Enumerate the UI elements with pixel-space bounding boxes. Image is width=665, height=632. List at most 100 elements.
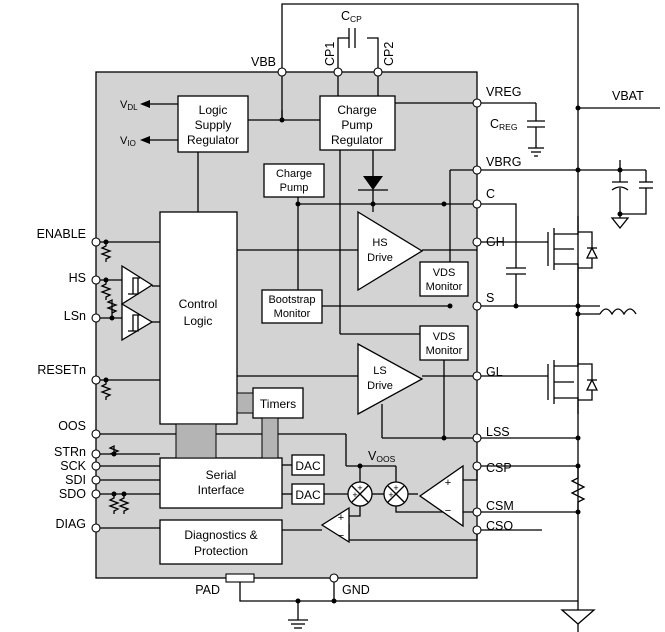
pin-diag-label: DIAG [55,517,86,531]
vdl-arrow [140,100,150,108]
pin-s-label: S [486,291,494,305]
charge-pump-reg-text-1: Charge [337,103,377,117]
vds-hs-text-1: VDS [433,267,456,279]
diag-comparator [320,506,350,544]
pin-hs-label: HS [69,271,86,285]
dac2-text: DAC [295,488,321,502]
ls-drive-amp [357,342,424,416]
logic-supply-text-3: Regulator [187,133,239,147]
vds-hs-text-2: Monitor [426,281,463,293]
vbat-wiring [450,107,660,230]
pin-lss-label: LSS [486,425,510,439]
dac2-block [291,483,325,505]
creg-label: CREG [490,117,517,132]
vdl-label: VDL [120,99,138,112]
pin-sck-label: SCK [60,459,86,473]
cs-amp-minus: − [445,505,451,517]
hs-mosfet [477,216,599,290]
logic-supply-regulator [177,95,249,153]
vds-monitor-hs-block [419,261,469,297]
pin-vreg-label: VREG [486,85,521,99]
pin-lsn-label: LSn [64,309,86,323]
diag-comp-plus: + [338,512,344,524]
charge-pump-text-1: Charge [276,168,312,180]
sum2-plus-top: + [393,483,398,493]
timers-text: Timers [260,397,296,411]
hs-drive-amp [357,210,424,292]
ls-drive-text-1: LS [373,365,386,377]
charge-pump-reg-text-3: Regulator [331,133,383,147]
bootstrap-text-2: Monitor [274,308,311,320]
charge-pump-regulator [319,95,396,151]
pin-sdo-label: SDO [59,487,86,501]
dac1-text: DAC [295,459,321,473]
dac1-block [291,454,325,476]
vbat-label: VBAT [612,89,644,103]
pin-vbb-label: VBB [251,55,276,69]
summing-junctions [347,481,409,507]
pin-strn-label: STRn [54,445,86,459]
charge-pump-diode [363,176,383,190]
pin-csm-label: CSM [486,499,514,513]
pin-cp1-label: CP1 [323,42,337,66]
pin-cso-label: CSO [486,519,513,533]
logic-supply-text-2: Supply [195,118,232,132]
sum2-plus-left: + [388,490,393,500]
ic-body [95,71,478,579]
pin-gl-label: GL [486,365,503,379]
vreg-wiring [395,102,545,157]
ls-drive-text-2: Drive [367,380,393,392]
cs-amp-plus: + [445,477,451,489]
control-logic-text-2: Logic [184,314,213,328]
pin-resetn-label: RESETn [37,363,86,377]
pin-cp2-label: CP2 [382,42,396,66]
serial-text-1: Serial [206,468,237,482]
sum1-plus-left: + [352,490,357,500]
ground-wiring [239,578,578,629]
diagnostics-text-2: Protection [194,544,248,558]
vds-ls-text-1: VDS [433,331,456,343]
charge-pump-block [263,163,325,198]
diag-comp-minus: − [338,530,344,542]
vio-arrow [140,136,150,144]
pin-sdi-label: SDI [65,473,86,487]
hs-drive-text-2: Drive [367,252,393,264]
vds-ls-text-2: Monitor [426,345,463,357]
pin-c-label: C [486,187,495,201]
control-logic-text-1: Control [179,297,218,311]
bus-timers-serial [261,417,279,459]
pin-csp-label: CSP [486,461,512,475]
bootstrap-text-1: Bootstrap [268,294,315,306]
bootstrap-monitor-block [261,289,323,324]
serial-text-2: Interface [198,483,245,497]
logic-supply-text-1: Logic [199,103,228,117]
diagnostics-block [159,519,283,565]
ls-mosfet [477,354,599,414]
pin-circles [91,67,482,583]
pin-vbrg-label: VBRG [486,155,521,169]
pin-gh-label: GH [486,235,505,249]
charge-pump-text-2: Pump [280,182,309,194]
pin-gnd-label: GND [342,583,370,597]
control-logic-block [159,211,238,425]
pulldown-resistors [100,242,130,514]
vds-monitor-ls-block [419,325,469,361]
voos-label: VOOS [368,449,396,464]
pin-enable-label: ENABLE [37,227,86,241]
junction-dots [103,105,623,604]
ccp-label: CCP [341,9,362,24]
diagnostics-text-1: Diagnostics & [184,528,257,542]
pin-oos-label: OOS [58,419,86,433]
hs-drive-text-1: HS [372,237,387,249]
pin-pad-label: PAD [195,583,220,597]
serial-interface-block [159,457,283,509]
schmitt-buffers [121,264,154,342]
bus-ctrl-timers [236,392,254,414]
vio-label: VIO [120,135,136,148]
sum1-plus-top: + [357,483,362,493]
charge-pump-reg-text-2: Pump [341,118,373,132]
cs-amplifier [418,464,464,528]
bus-ctrl-serial [175,423,217,459]
